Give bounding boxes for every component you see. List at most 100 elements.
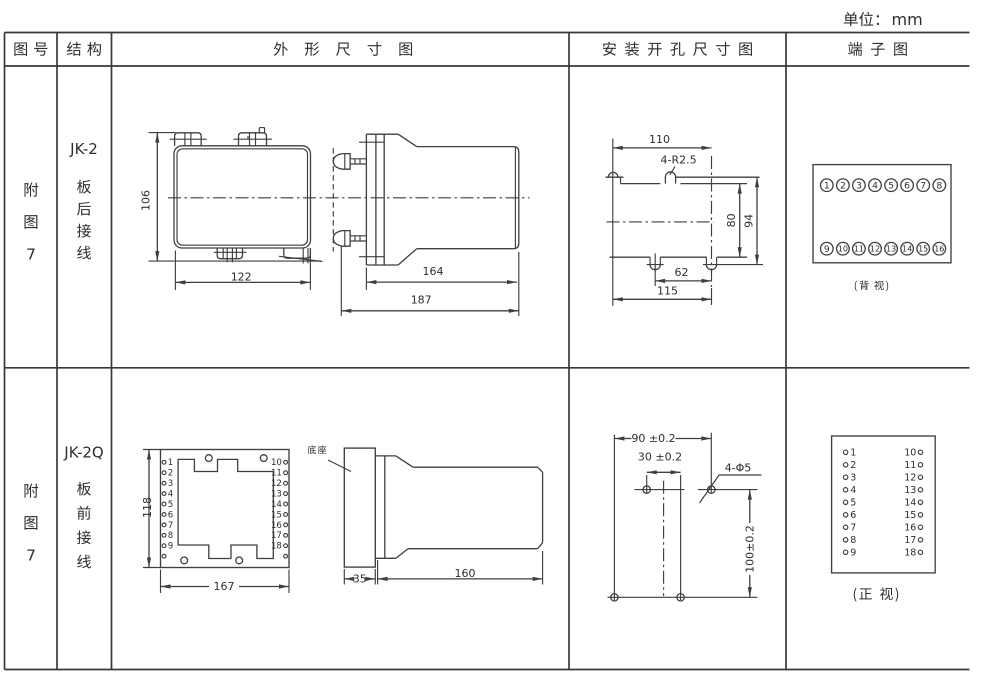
unit-note: mm bbox=[843, 10, 923, 29]
dim-164: 164 bbox=[423, 265, 444, 278]
fv-term-right-15: 15 bbox=[271, 510, 282, 520]
dim-arrowhead bbox=[344, 576, 355, 581]
fv-term-right-11: 11 bbox=[271, 469, 282, 479]
terminal-top-6: 6 bbox=[904, 181, 910, 192]
dim-110: 110 bbox=[649, 133, 670, 146]
dim-arrowhead bbox=[377, 576, 388, 581]
dim-35: 35 bbox=[353, 573, 367, 586]
unit-note-mm: mm bbox=[892, 10, 923, 29]
fv-term-left-6: 6 bbox=[168, 510, 173, 520]
terminal-top-1: 1 bbox=[824, 181, 830, 192]
term-left-3: 3 bbox=[850, 473, 856, 484]
terminal-top-5: 5 bbox=[888, 181, 894, 192]
term-left-2: 2 bbox=[850, 460, 856, 471]
terminal-bottom-11: 11 bbox=[854, 245, 864, 254]
dim-arrowhead bbox=[160, 584, 171, 589]
dim-arrowhead bbox=[614, 436, 625, 441]
dim-30: 30 ±0.2 bbox=[638, 450, 682, 463]
dim-arrowhead bbox=[701, 145, 712, 150]
dim-160: 160 bbox=[455, 567, 476, 580]
dim-118: 118 bbox=[141, 497, 154, 518]
dim-arrowhead bbox=[754, 254, 760, 265]
term-right-18: 18 bbox=[904, 548, 916, 559]
fv-term-right-14: 14 bbox=[271, 500, 282, 510]
dim-arrowhead bbox=[175, 280, 186, 285]
fv-term-left-8: 8 bbox=[168, 531, 173, 541]
dim-arrowhead bbox=[646, 470, 657, 475]
row1-wiring bbox=[76, 179, 92, 260]
row1-view-caption bbox=[854, 280, 889, 292]
label-base bbox=[307, 445, 327, 455]
row2-figure-no: 7 bbox=[24, 483, 39, 564]
row1-model: JK-2 bbox=[69, 140, 98, 158]
dim-106: 106 bbox=[140, 190, 153, 211]
dim-arrowhead bbox=[701, 436, 712, 441]
row2-terminal-box bbox=[830, 435, 936, 574]
dim-arrowhead bbox=[747, 489, 752, 500]
term-left-4: 4 bbox=[850, 485, 856, 496]
dim-arrowhead bbox=[747, 587, 752, 598]
header-outline bbox=[273, 41, 413, 56]
dim-arrowhead bbox=[670, 470, 681, 475]
row1-figure-no-7: 7 bbox=[26, 245, 36, 263]
dim-115: 115 bbox=[657, 284, 678, 297]
table-grid bbox=[3, 31, 970, 671]
dim-arrowhead bbox=[737, 247, 742, 258]
term-right-12: 12 bbox=[904, 473, 916, 484]
terminal-bottom-9: 9 bbox=[824, 244, 830, 255]
dim-arrowhead bbox=[366, 280, 377, 285]
terminal-top-4: 4 bbox=[872, 181, 878, 192]
dim-arrowhead bbox=[279, 584, 289, 589]
dim-arrowhead bbox=[655, 278, 666, 283]
terminal-bottom-13: 13 bbox=[886, 245, 896, 254]
fv-term-left-3: 3 bbox=[168, 479, 173, 489]
terminal-bottom-14: 14 bbox=[902, 245, 912, 254]
term-right-13: 13 bbox=[904, 485, 916, 496]
dim-arrowhead bbox=[300, 280, 311, 285]
dim-arrowhead bbox=[507, 280, 517, 285]
terminal-bottom-15: 15 bbox=[918, 245, 928, 254]
row2-model: JK-2Q bbox=[63, 443, 103, 461]
dim-arrowhead bbox=[146, 449, 152, 460]
dim-arrowhead bbox=[508, 308, 519, 313]
dim-arrowhead bbox=[155, 132, 160, 143]
dim-arrowhead bbox=[341, 308, 352, 313]
fv-term-right-12: 12 bbox=[271, 479, 282, 489]
fv-term-right-13: 13 bbox=[271, 490, 282, 500]
fv-term-right-18: 18 bbox=[271, 542, 282, 552]
row2-figure-no-cjk bbox=[24, 483, 39, 530]
fv-term-left-2: 2 bbox=[168, 469, 173, 479]
terminal-top-8: 8 bbox=[936, 181, 942, 192]
header-mounting bbox=[602, 41, 752, 56]
term-right-15: 15 bbox=[904, 510, 916, 521]
row2-view-caption bbox=[853, 587, 899, 602]
dim-187: 187 bbox=[411, 294, 432, 307]
header-figure-no bbox=[14, 42, 48, 56]
dim-62: 62 bbox=[675, 266, 689, 279]
term-right-11: 11 bbox=[904, 460, 916, 471]
term-right-16: 16 bbox=[904, 523, 916, 534]
fv-term-left-4: 4 bbox=[168, 490, 173, 500]
dim-arrowhead bbox=[701, 297, 712, 302]
dim-100: 100±0.2 bbox=[744, 525, 757, 573]
fv-term-right-10: 10 bbox=[271, 458, 282, 468]
header-structure bbox=[66, 41, 102, 56]
dim-arrowhead bbox=[155, 251, 160, 262]
row2-wiring bbox=[76, 481, 92, 569]
terminal-bottom-12: 12 bbox=[870, 245, 880, 254]
dim-arrowhead bbox=[612, 297, 623, 302]
label-4r25: 4-R2.5 bbox=[661, 154, 697, 167]
term-left-8: 8 bbox=[850, 535, 856, 546]
terminal-bottom-10: 10 bbox=[838, 245, 848, 254]
term-left-1: 1 bbox=[850, 448, 856, 459]
row1-figure-no-cjk bbox=[24, 182, 39, 229]
fv-term-left-9: 9 bbox=[168, 542, 173, 552]
term-right-10: 10 bbox=[904, 448, 916, 459]
